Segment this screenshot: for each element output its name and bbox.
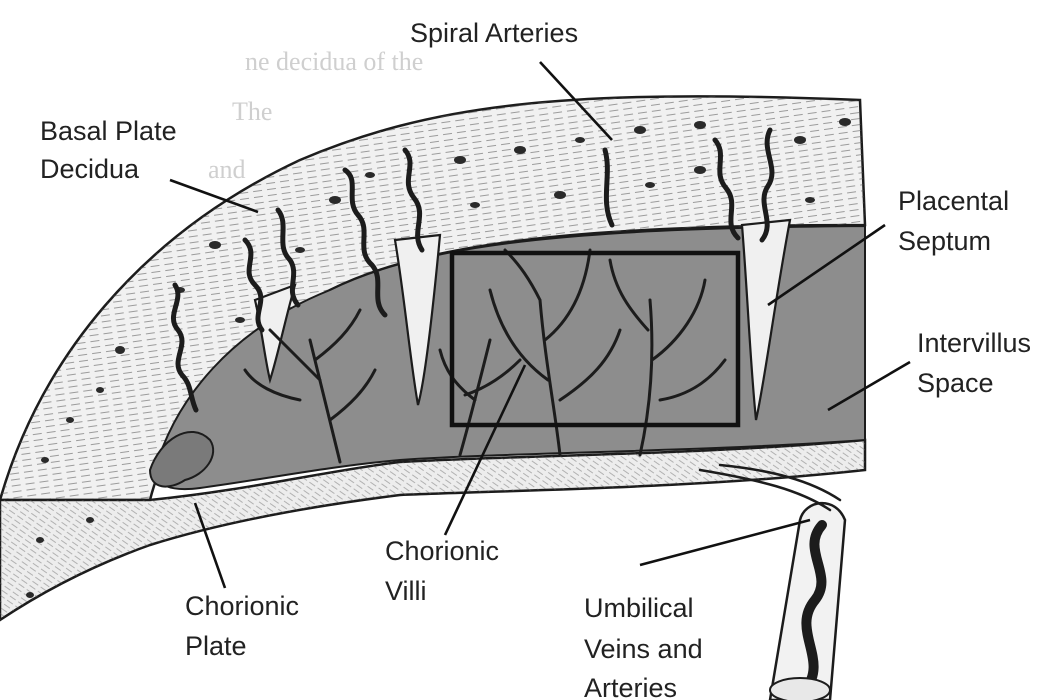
label-space: Space bbox=[917, 368, 994, 398]
label-chorionic-plate: Chorionic bbox=[185, 591, 299, 621]
label-decidua: Decidua bbox=[40, 154, 140, 184]
label-basal-plate: Basal Plate bbox=[40, 116, 177, 146]
background-text-line: The bbox=[232, 97, 272, 126]
label-arteries: Arteries bbox=[584, 673, 677, 700]
label-spiral-arteries: Spiral Arteries bbox=[410, 18, 578, 48]
background-text-line: and bbox=[208, 155, 246, 184]
label-septum: Septum bbox=[898, 226, 991, 256]
label-veins-and: Veins and bbox=[584, 634, 703, 664]
leader-line bbox=[640, 520, 810, 565]
label-umbilical: Umbilical bbox=[584, 593, 694, 623]
label-chorionic-villi: Chorionic bbox=[385, 536, 499, 566]
background-text-line: ne decidua of the bbox=[245, 47, 423, 76]
label-plate: Plate bbox=[185, 631, 247, 661]
cord-cross-section bbox=[770, 678, 830, 700]
label-placental: Placental bbox=[898, 186, 1009, 216]
label-villi: Villi bbox=[385, 576, 427, 606]
umbilical-cord bbox=[700, 465, 845, 700]
label-intervillus: Intervillus bbox=[917, 328, 1031, 358]
